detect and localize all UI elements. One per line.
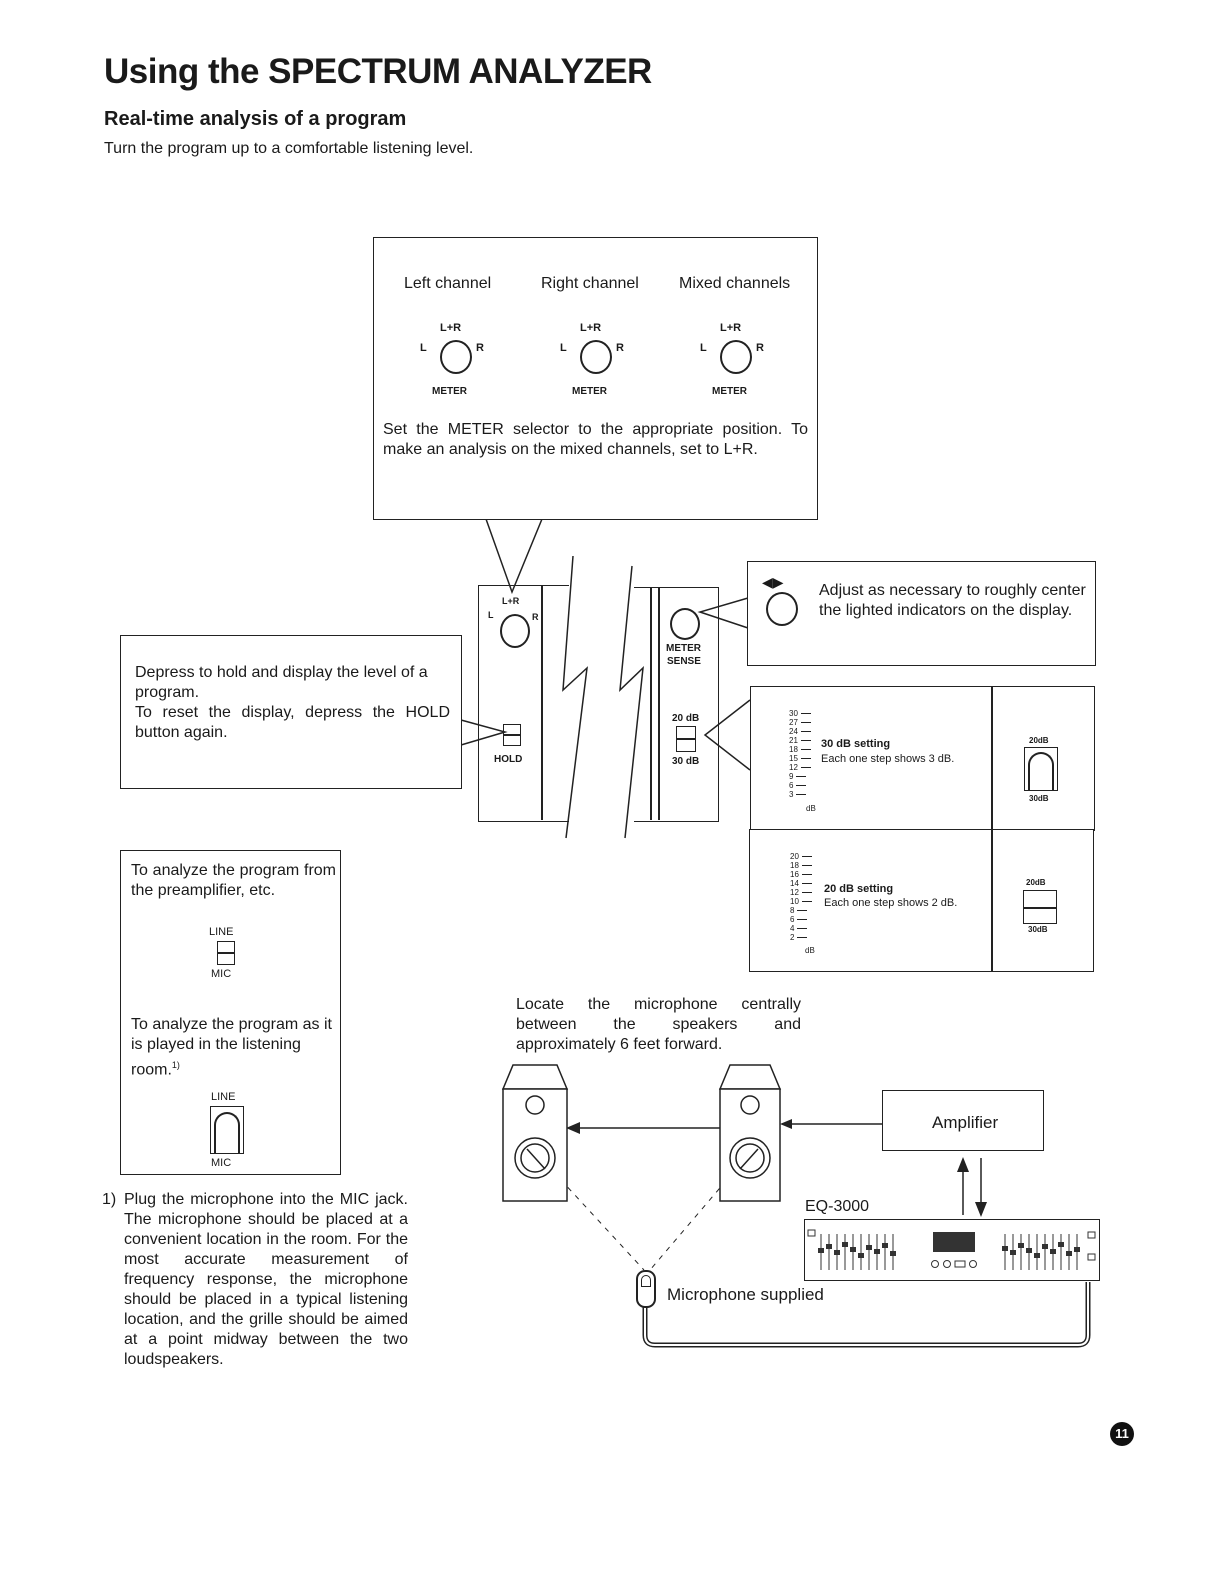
front-panel-right: [634, 587, 719, 822]
knob-icon: [440, 340, 472, 374]
microphone-label: Microphone supplied: [667, 1285, 824, 1304]
front-panel-left: [478, 585, 569, 822]
page-title: Using the SPECTRUM ANALYZER: [104, 52, 652, 91]
meter-knob-right: L+R L R METER: [560, 322, 624, 397]
scale30-tick: 3: [789, 790, 807, 799]
sense-text: Adjust as necessary to roughly center th…: [819, 582, 1086, 619]
input-select-box: To analyze the program from the preampli…: [120, 850, 341, 1175]
switch-30db-label: 30dB: [1029, 794, 1049, 803]
meter-sense-label-1: METER: [666, 643, 701, 654]
knob-icon: [720, 340, 752, 374]
line-label: LINE: [211, 1091, 236, 1103]
hold-button[interactable]: [503, 724, 521, 746]
panel-knob-right-label: R: [532, 612, 539, 622]
hold-callout-box: Depress to hold and display the level of…: [120, 635, 462, 789]
scale20-tick: 2: [790, 933, 808, 942]
meter-sense-knob-icon[interactable]: [670, 608, 700, 640]
channel-label-left: Left channel: [404, 275, 492, 292]
db20-label: 20 dB: [672, 713, 700, 724]
mic-label: MIC: [211, 1157, 232, 1169]
scale-20-unit: dB: [805, 946, 815, 955]
footnote-ref: 1): [171, 1060, 180, 1070]
page-number-badge: 11: [1110, 1422, 1134, 1446]
channel-label-mixed: Mixed channels: [679, 275, 791, 292]
scale20-tick: 20: [790, 852, 812, 861]
input-text-1: To analyze the program from the preampli…: [131, 862, 336, 899]
scale30-tick: 15: [789, 754, 811, 763]
scale30-tick: 30: [789, 709, 811, 718]
hold-text-1: Depress to hold and display the level of…: [135, 664, 428, 701]
input-text-2: To analyze the program as it is played i…: [131, 1016, 332, 1079]
channel-label-right: Right channel: [541, 275, 639, 292]
line-mic-switch-icon: [217, 941, 235, 965]
scale30-tick: 18: [789, 745, 811, 754]
scale-20-desc: Each one step shows 2 dB.: [824, 897, 958, 909]
scale-30-desc: Each one step shows 3 dB.: [821, 753, 955, 765]
page-number: 11: [1115, 1426, 1129, 1441]
scale-20-title: 20 dB setting: [824, 883, 894, 895]
scale30-tick: 12: [789, 763, 811, 772]
switch-pressed-icon: [1024, 747, 1058, 791]
footnote-text: Plug the microphone into the MIC jack. T…: [124, 1191, 408, 1368]
meter-selector-box: Left channel Right channel Mixed channel…: [373, 237, 818, 520]
switch-20db-label: 20dB: [1029, 736, 1049, 745]
eq-label: EQ-3000: [805, 1198, 870, 1215]
scale20-tick: 18: [790, 861, 812, 870]
scale30-tick: 9: [789, 772, 807, 781]
scale30-tick: 24: [789, 727, 811, 736]
scale-divider: [991, 830, 993, 971]
db30-label: 30 dB: [672, 756, 700, 767]
scale30-tick: 21: [789, 736, 811, 745]
intro-text: Turn the program up to a comfortable lis…: [104, 140, 474, 157]
sense-knob-icon: [766, 592, 798, 626]
footnote-number: 1): [102, 1191, 117, 1208]
meter-knob-mixed: L+R L R METER: [700, 322, 764, 397]
hold-label: HOLD: [494, 754, 523, 765]
scale30-tick: 6: [789, 781, 807, 790]
panel-knob-top-label: L+R: [502, 596, 520, 606]
range-switch[interactable]: [676, 726, 696, 752]
switch-released-icon: [1023, 890, 1057, 924]
panel-inner-line: [541, 585, 543, 820]
scale20-tick: 14: [790, 879, 812, 888]
hold-text-2: To reset the display, depress the HOLD b…: [135, 704, 450, 741]
scale20-tick: 8: [790, 906, 808, 915]
right-speaker-icon: [718, 1064, 782, 1203]
scale20-tick: 6: [790, 915, 808, 924]
panel-knob-left-label: L: [488, 610, 494, 620]
scale30-tick: 27: [789, 718, 811, 727]
arrows-icon: ◀▶: [762, 574, 784, 590]
sense-callout-box: ◀▶ Adjust as necessary to roughly center…: [747, 561, 1096, 666]
line-label: LINE: [209, 926, 234, 938]
scale-30-unit: dB: [806, 804, 816, 813]
switch-20db-label: 20dB: [1026, 878, 1046, 887]
meter-instructions: Set the METER selector to the appropriat…: [383, 421, 808, 458]
microphone-icon: [636, 1270, 656, 1308]
scale20-tick: 12: [790, 888, 812, 897]
amplifier-label: Amplifier: [932, 1113, 999, 1132]
meter-knob-icon[interactable]: [500, 614, 530, 648]
eq-unit-icon: [804, 1219, 1100, 1281]
scale20-tick: 10: [790, 897, 812, 906]
meter-knob-left: L+R L R METER: [420, 322, 484, 397]
scale-divider: [991, 687, 993, 830]
mic-label: MIC: [211, 968, 232, 980]
meter-sense-label-2: SENSE: [667, 656, 701, 667]
panel-inner-line: [650, 587, 652, 820]
setup-text: Locate the microphone centrally between …: [516, 996, 801, 1053]
panel-inner-line: [658, 587, 660, 820]
scale20-tick: 16: [790, 870, 812, 879]
line-mic-switch-pressed-icon: [210, 1106, 244, 1154]
scale20-tick: 4: [790, 924, 808, 933]
amplifier-box: Amplifier: [882, 1090, 1044, 1151]
section-subtitle: Real-time analysis of a program: [104, 108, 407, 130]
scale-30-title: 30 dB setting: [821, 738, 891, 750]
knob-icon: [580, 340, 612, 374]
switch-30db-label: 30dB: [1028, 925, 1048, 934]
left-speaker-icon: [501, 1064, 569, 1203]
